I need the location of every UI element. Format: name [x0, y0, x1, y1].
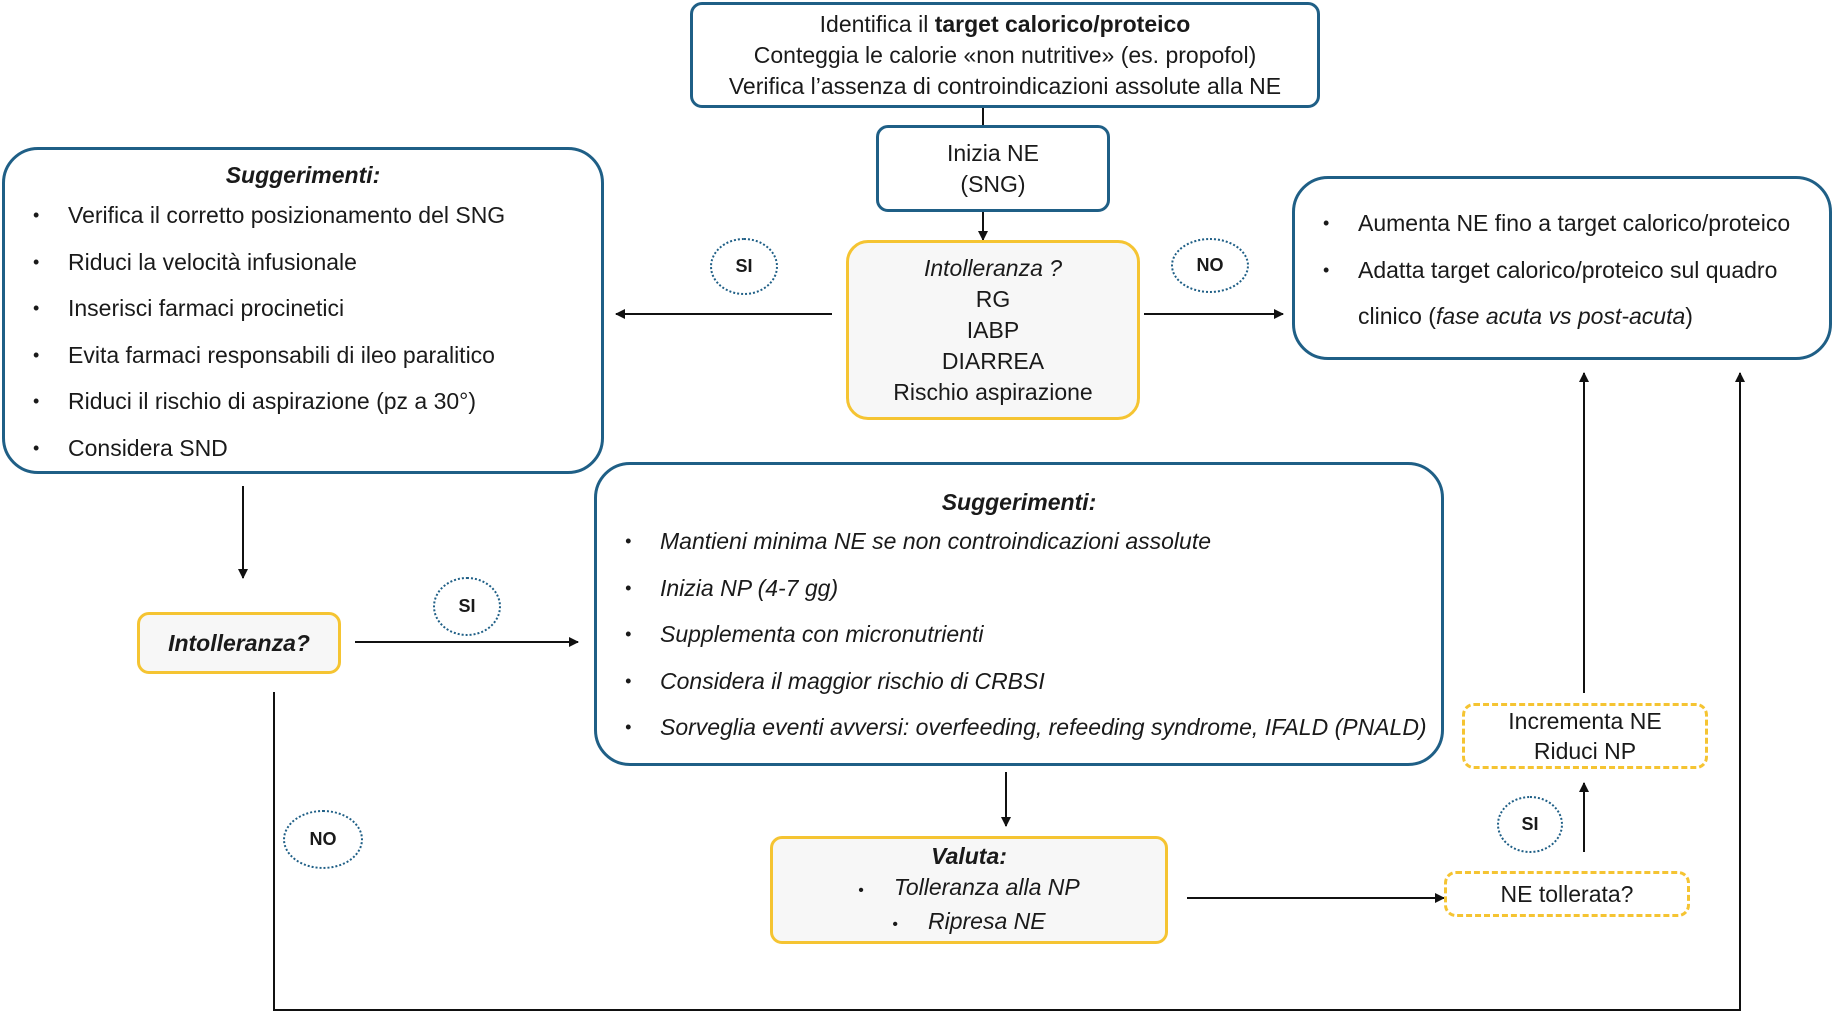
- no-label-right: NO: [1171, 238, 1249, 293]
- list-item: Aumenta NE fino a target calorico/protei…: [1295, 200, 1829, 247]
- evaluate-item-1: •Tolleranza alla NP: [858, 873, 1080, 900]
- evaluate-title: Valuta:: [931, 842, 1007, 869]
- increment-box: Incrementa NE Riduci NP: [1462, 703, 1708, 769]
- list-item: Considera il maggior rischio di CRBSI: [597, 658, 1441, 705]
- list-item: Sorveglia eventi avversi: overfeeding, r…: [597, 704, 1441, 751]
- top-box-line2: Conteggia le calorie «non nutritive» (es…: [753, 41, 1257, 68]
- list-item: Riduci la velocità infusionale: [5, 239, 601, 286]
- start-ne-line2: (SNG): [960, 170, 1026, 197]
- intolerance2-title: Intolleranza?: [168, 629, 310, 656]
- intolerance2-box: Intolleranza?: [137, 612, 341, 674]
- intolerance-title: Intolleranza ?: [923, 254, 1063, 281]
- top-box-line1: Identifica il target calorico/proteico: [819, 10, 1191, 37]
- list-item: Considera SND: [5, 425, 601, 472]
- top-box: Identifica il target calorico/proteico C…: [690, 2, 1320, 108]
- si-label-bottom-right: SI: [1497, 796, 1563, 853]
- intolerance-item-rg: RG: [975, 285, 1011, 312]
- intolerance-item-diarrea: DIARREA: [941, 347, 1045, 374]
- list-item: Inserisci farmaci procinetici: [5, 285, 601, 332]
- suggestions-left-box: Suggerimenti: Verifica il corretto posiz…: [2, 147, 604, 474]
- list-item: Riduci il rischio di aspirazione (pz a 3…: [5, 378, 601, 425]
- top-box-line3: Verifica l’assenza di controindicazioni …: [728, 72, 1282, 99]
- list-item: Inizia NP (4-7 gg): [597, 565, 1441, 612]
- evaluate-item-2: •Ripresa NE: [892, 907, 1046, 934]
- increment-line2: Riduci NP: [1533, 738, 1637, 764]
- list-item: Mantieni minima NE se non controindicazi…: [597, 518, 1441, 565]
- si-label-left: SI: [710, 238, 778, 295]
- no-label-bottom-left: NO: [283, 810, 363, 869]
- list-item: Supplementa con micronutrienti: [597, 611, 1441, 658]
- suggestions-center-box: Suggerimenti: Mantieni minima NE se non …: [594, 462, 1444, 766]
- suggestions-center-title: Suggerimenti:: [941, 489, 1097, 515]
- intolerance-item-iabp: IABP: [966, 316, 1020, 343]
- start-ne-line1: Inizia NE: [946, 139, 1040, 166]
- suggestions-center-list: Mantieni minima NE se non controindicazi…: [597, 518, 1441, 751]
- evaluate-box: Valuta: •Tolleranza alla NP •Ripresa NE: [770, 836, 1168, 944]
- suggestions-left-title: Suggerimenti:: [225, 162, 381, 188]
- arrow-no-path-to-increase: [273, 372, 1745, 1011]
- increment-line1: Incrementa NE: [1508, 708, 1662, 734]
- list-item: Verifica il corretto posizionamento del …: [5, 192, 601, 239]
- increase-ne-box: Aumenta NE fino a target calorico/protei…: [1292, 176, 1832, 360]
- ne-tolerated-label: NE tollerata?: [1500, 880, 1634, 907]
- start-ne-box: Inizia NE (SNG): [876, 125, 1110, 212]
- increase-ne-list: Aumenta NE fino a target calorico/protei…: [1295, 200, 1829, 293]
- intolerance-item-aspiration: Rischio aspirazione: [893, 378, 1093, 405]
- si-label-middle: SI: [433, 577, 501, 636]
- suggestions-left-list: Verifica il corretto posizionamento del …: [5, 192, 601, 471]
- intolerance-box: Intolleranza ? RG IABP DIARREA Rischio a…: [846, 240, 1140, 420]
- list-item: Evita farmaci responsabili di ileo paral…: [5, 332, 601, 379]
- list-item: Adatta target calorico/proteico sul quad…: [1295, 247, 1829, 294]
- ne-tolerated-box: NE tollerata?: [1444, 871, 1690, 917]
- increase-ne-item2-continuation: clinico (fase acuta vs post-acuta): [1358, 303, 1693, 329]
